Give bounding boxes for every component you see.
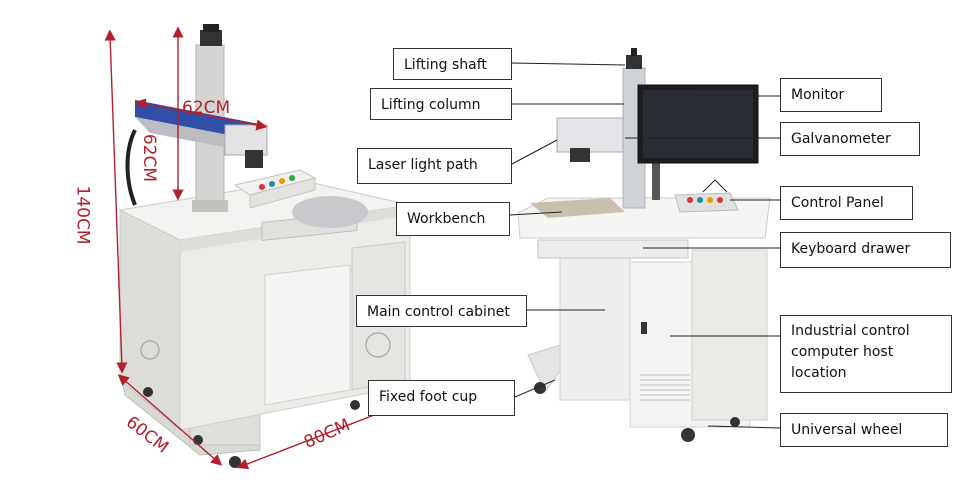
callout-laser-light-path: Laser light path xyxy=(357,148,512,184)
left-machine xyxy=(120,24,410,468)
callout-lifting-shaft: Lifting shaft xyxy=(393,48,512,80)
callout-fixed-foot-cup: Fixed foot cup xyxy=(368,380,515,416)
callout-lifting-column: Lifting column xyxy=(370,88,512,120)
dim-arm-height-label: 62CM xyxy=(139,134,159,182)
callout-industrial-control-host: Industrial control computer host locatio… xyxy=(780,315,952,393)
callout-workbench: Workbench xyxy=(396,202,510,236)
dim-height-label: 140CM xyxy=(73,186,93,245)
callout-universal-wheel: Universal wheel xyxy=(780,413,948,447)
right-machine xyxy=(518,48,770,442)
callout-galvanometer: Galvanometer xyxy=(780,122,920,156)
dim-arm-length-label: 62CM xyxy=(182,98,230,118)
callout-keyboard-drawer: Keyboard drawer xyxy=(780,232,951,268)
callout-main-control-cabinet: Main control cabinet xyxy=(356,295,527,327)
callout-monitor: Monitor xyxy=(780,78,882,112)
callout-control-panel: Control Panel xyxy=(780,186,913,220)
